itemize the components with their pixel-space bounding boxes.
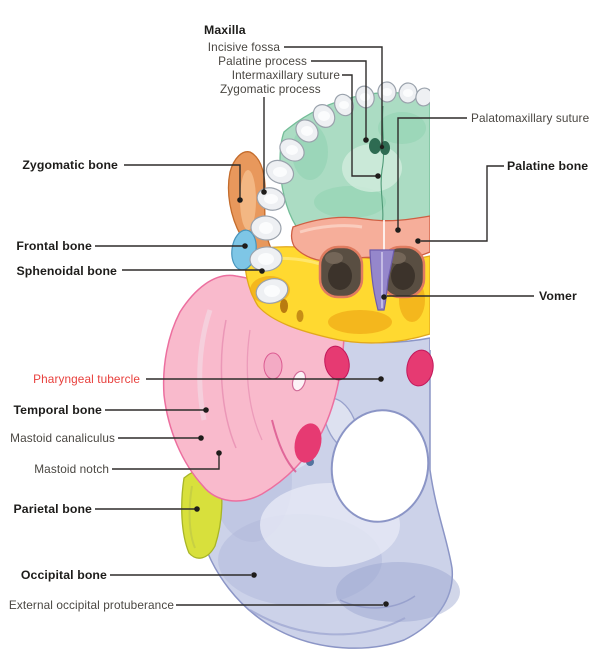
- leader-palatine-process: [311, 60, 367, 138]
- label-intermaxillary-suture: Intermaxillary suture: [231, 68, 340, 82]
- label-pharyngeal-tubercle: Pharyngeal tubercle: [33, 372, 140, 386]
- label-palatine-bone: Palatine bone: [507, 159, 589, 173]
- leader-mastoid-notch: [112, 455, 220, 470]
- label-incisive-fossa: Incisive fossa: [207, 40, 280, 54]
- teeth-arch: [249, 81, 433, 304]
- label-mastoid-notch: Mastoid notch: [34, 462, 109, 476]
- label-mastoid-canaliculus: Mastoid canaliculus: [10, 431, 115, 445]
- leader-palatine-bone: [421, 165, 504, 242]
- leader-intermaxillary-suture: [342, 74, 376, 177]
- label-zygomatic-process: Zygomatic process: [220, 82, 321, 96]
- label-temporal-bone: Temporal bone: [13, 403, 102, 417]
- label-parietal-bone: Parietal bone: [13, 502, 92, 516]
- leader-lines: [95, 46, 534, 606]
- leader-zygomatic-bone: [124, 164, 241, 198]
- temporal-bone-region: [162, 274, 346, 502]
- label-external-occipital-protuberance: External occipital protuberance: [8, 598, 174, 612]
- label-occipital-bone: Occipital bone: [20, 568, 107, 582]
- label-palatine-process: Palatine process: [218, 54, 307, 68]
- vomer-region: [369, 249, 395, 311]
- label-palatomaxillary-suture: Palatomaxillary suture: [471, 111, 590, 125]
- maxilla-palate-region: [279, 92, 431, 230]
- label-maxilla: Maxilla: [204, 23, 246, 37]
- leader-palatomaxillary-suture: [397, 117, 467, 228]
- label-vomer: Vomer: [539, 289, 577, 303]
- label-zygomatic-bone: Zygomatic bone: [22, 158, 118, 172]
- leader-dots: [194, 137, 421, 607]
- label-sphenoidal-bone: Sphenoidal bone: [16, 264, 117, 278]
- foramen-magnum: [330, 409, 430, 523]
- midline-cut-mask: [430, 80, 490, 350]
- jugular-foramen-accents: [324, 345, 434, 387]
- leader-incisive-fossa: [284, 46, 383, 146]
- label-frontal-bone: Frontal bone: [16, 239, 92, 253]
- incisive-fossa-spot: [369, 138, 381, 154]
